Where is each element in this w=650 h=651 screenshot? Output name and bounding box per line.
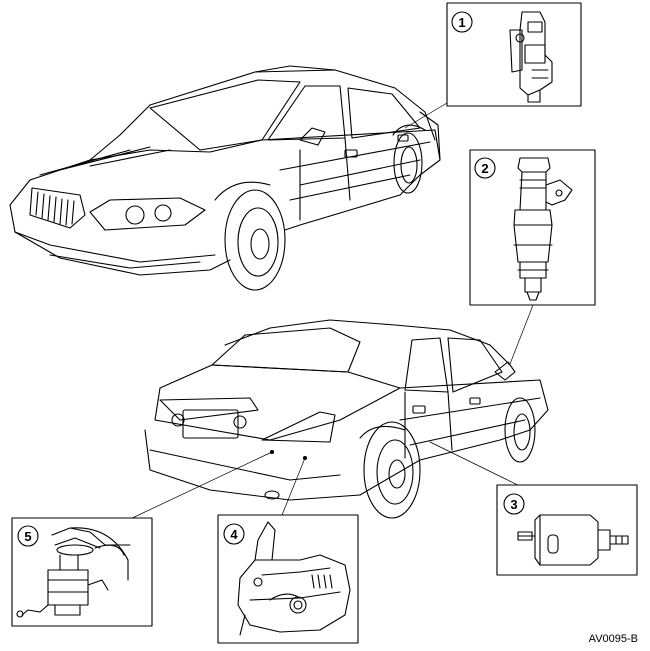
leader-line-3 <box>429 441 529 491</box>
callout-box-2: 2 <box>469 149 596 306</box>
callout-box-3: 3 <box>496 484 638 576</box>
front-view-car <box>9 65 441 291</box>
rear-view-car <box>144 319 549 519</box>
leader-line-2 <box>509 304 534 365</box>
callout-badge-4 <box>223 523 245 545</box>
callout-number-4: 4 <box>230 527 238 542</box>
callout-badge-5 <box>17 525 39 547</box>
callout-box-4: 4 <box>217 514 359 644</box>
leader-line-5 <box>127 451 273 521</box>
callout-number-2: 2 <box>481 161 488 176</box>
sensor-part <box>509 11 553 103</box>
fuel-injector-part <box>513 157 573 301</box>
figure-id-label: AV0095-B <box>588 633 638 645</box>
fuel-pump-module-part <box>16 527 131 618</box>
callout-badge-2 <box>474 157 496 179</box>
callout-badge-1 <box>451 11 473 33</box>
fuel-tank-part <box>237 521 351 636</box>
leader-line-4 <box>281 457 306 516</box>
callout-number-3: 3 <box>510 497 517 512</box>
leader-line-1 <box>404 99 453 129</box>
callout-box-5: 5 <box>11 517 153 627</box>
callout-number-1: 1 <box>458 15 465 30</box>
callout-number-5: 5 <box>24 529 31 544</box>
fuel-filter-part <box>517 514 629 566</box>
callout-badge-3 <box>503 493 525 515</box>
callout-box-1: 1 <box>446 2 582 107</box>
